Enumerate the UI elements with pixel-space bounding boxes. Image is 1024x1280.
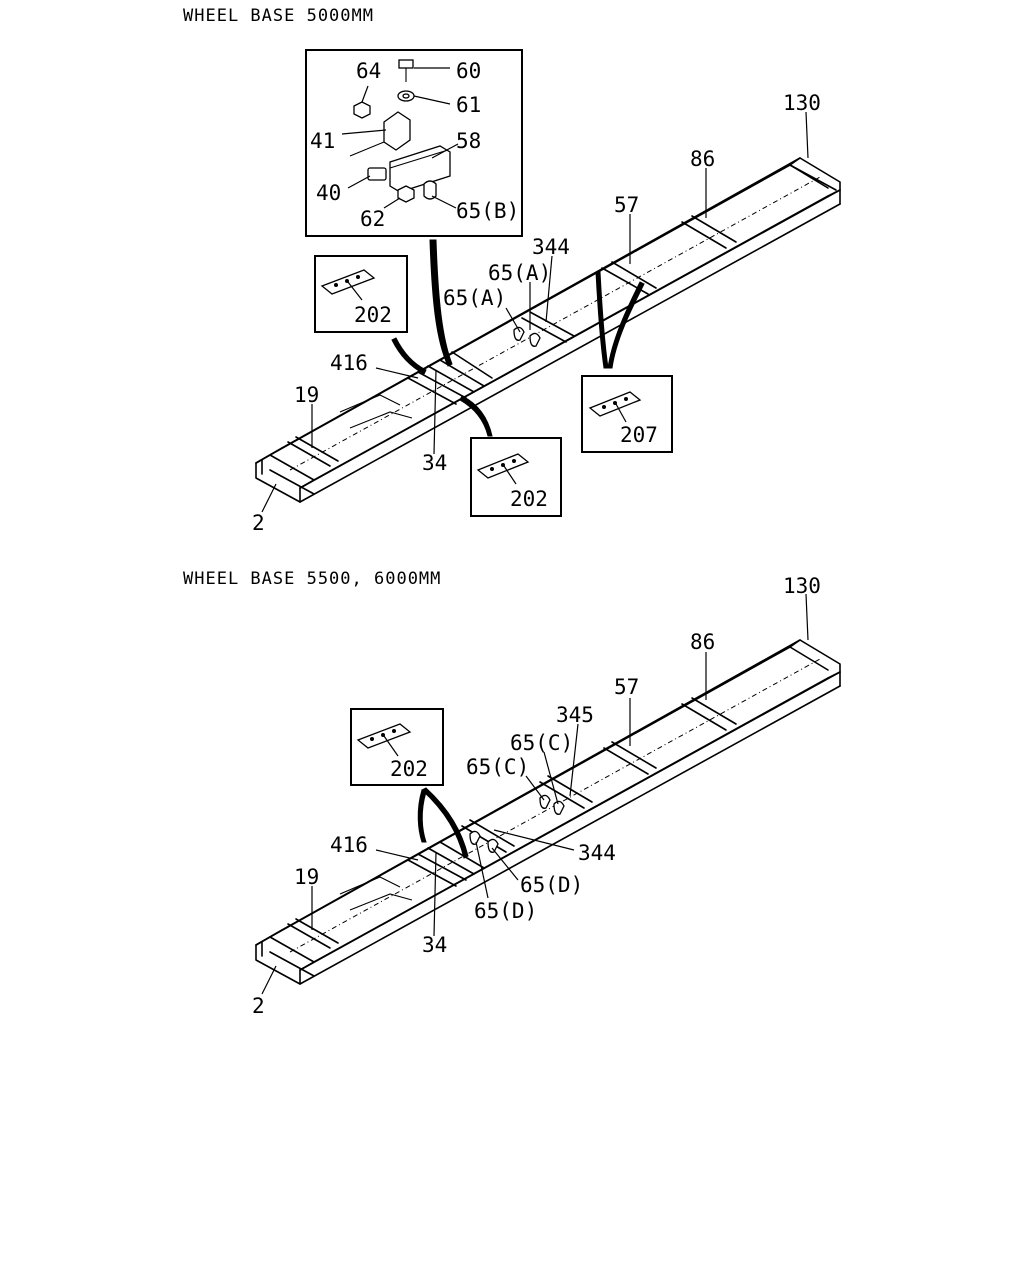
plate-label-202-bottom: 202 [510,487,548,511]
label-58: 58 [456,129,481,153]
clamp-65d-parts [469,830,499,853]
plate-box-202-bottom [459,395,562,517]
label-86: 86 [690,147,715,171]
detail-box-bracket [305,49,523,237]
label-19: 19 [294,383,319,407]
plate-label-202: 202 [390,757,428,781]
label-86: 86 [690,630,715,654]
label-2: 2 [252,511,265,535]
label-345: 345 [556,703,594,727]
diagram-heading: WHEEL BASE 5000MM [183,6,374,26]
label-65c-lower: 65(C) [466,755,529,779]
plate-box-207 [581,271,673,453]
label-61: 61 [456,93,481,117]
plate-label-207: 207 [620,423,658,447]
label-416: 416 [330,833,368,857]
label-130: 130 [783,91,821,115]
crossmember-19 [287,918,339,949]
frame-rails [255,639,841,985]
crossmember-2 [269,469,315,495]
crossmember-344 [521,311,575,343]
label-65b: 65(B) [456,199,519,223]
label-65a-lower: 65(A) [443,286,506,310]
crossmember-130 [789,164,837,191]
plate-box-202 [350,708,469,859]
leader-lines [261,593,809,995]
diagram-wheelbase-5000: WHEEL BASE 5000MM [183,6,841,535]
label-65d-left: 65(D) [474,899,537,923]
crossmember-34 [407,841,485,887]
label-34: 34 [422,933,447,957]
label-344: 344 [532,235,570,259]
label-34: 34 [422,451,447,475]
label-19: 19 [294,865,319,889]
label-130: 130 [783,574,821,598]
label-416: 416 [330,351,368,375]
crossmember-86 [681,215,737,249]
label-57: 57 [614,193,639,217]
crossmember-19 [287,436,339,467]
crossmember-86 [681,697,737,731]
label-64: 64 [356,59,381,83]
label-60: 60 [456,59,481,83]
label-57: 57 [614,675,639,699]
crossmember-345 [539,775,593,809]
label-40: 40 [316,181,341,205]
plate-box-202-left [314,255,427,375]
label-41: 41 [310,129,335,153]
plate-label-202-left: 202 [354,303,392,327]
crossmember-57 [603,741,657,775]
label-65c-upper: 65(C) [510,731,573,755]
label-62: 62 [360,207,385,231]
diagram-heading: WHEEL BASE 5500, 6000MM [183,569,441,589]
diagram-wheelbase-5500-6000: WHEEL BASE 5500, 6000MM [183,569,841,1018]
label-65a-upper: 65(A) [488,261,551,285]
crossmember-344 [461,819,515,853]
leader-lines [261,111,809,513]
detail-callout-pointer [429,239,453,367]
label-65d-right: 65(D) [520,873,583,897]
crossmember-57 [601,261,657,295]
crossmember-2 [269,951,315,977]
label-344: 344 [578,841,616,865]
clamp-65a-parts [513,326,541,347]
label-2: 2 [252,994,265,1018]
